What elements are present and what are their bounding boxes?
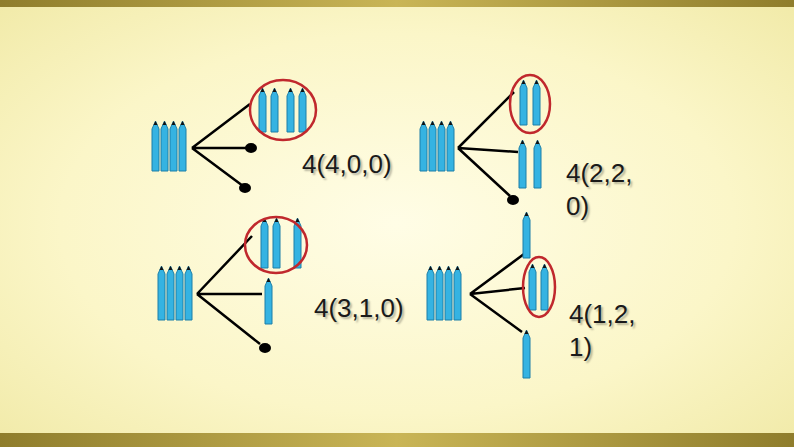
pencil-tip [521,140,525,144]
partition-label: 4(2,2,0) [566,157,652,222]
pencil-tip [447,266,451,270]
pencil-tip [535,80,539,84]
pencil [519,140,526,188]
pencil [185,266,192,320]
pencil [427,266,434,320]
pencil [429,121,436,171]
empty-dots [239,143,519,353]
pencil [273,218,280,268]
pencil [438,121,445,171]
pencil [176,266,183,320]
pencil-tip [522,80,526,84]
pencil-tip [273,88,277,92]
pencil-tip [536,140,540,144]
pencil-tip [169,266,173,270]
top-bar [0,0,794,7]
pencil-tip [422,121,426,125]
pencil [447,121,454,171]
pencil-tip [163,121,167,125]
pencil-tip [301,88,305,92]
pencil [167,266,174,320]
pencil-tip [154,121,158,125]
pencil [523,212,530,258]
pencil-tip [289,88,293,92]
pencil-tip [187,266,191,270]
branch-lines [192,92,525,344]
pencil [534,140,541,188]
pencil-tip [296,218,300,222]
pencil [265,278,272,324]
pencil [454,266,461,320]
pencil [541,264,548,310]
pencil [271,88,278,132]
pencil-tip [456,266,460,270]
pencil [445,266,452,320]
pencil-tip [160,266,164,270]
pencil-tip [525,212,529,216]
pencil [161,121,168,171]
pencil-tip [429,266,433,270]
pencil-tip [543,264,547,268]
partition-label: 4(1,2,1) [569,298,655,363]
pencil [158,266,165,320]
pencil-tip [431,121,435,125]
pencil-tip [525,330,529,334]
pencil [179,121,186,171]
pencil [261,218,268,268]
pencil-tip [181,121,185,125]
pencil [520,80,527,125]
pencil [533,80,540,125]
pencil-tip [531,264,535,268]
bottom-bar [0,433,794,447]
selection-circles [245,75,555,317]
pencil-tip [172,121,176,125]
pencil-tip [267,278,271,282]
pencil-tip [440,121,444,125]
pencil [436,266,443,320]
pencil-tip [275,218,279,222]
pencil [529,264,536,310]
partition-label: 4(4,0,0) [302,148,392,181]
pencil [299,88,306,132]
pencils [152,80,548,378]
pencil-tip [178,266,182,270]
partition-label: 4(3,1,0) [314,292,404,325]
pencil [152,121,159,171]
pencil-tip [449,121,453,125]
pencil [420,121,427,171]
pencil-tip [438,266,442,270]
pencil [259,88,266,132]
pencil [170,121,177,171]
pencil [287,88,294,132]
pencil [523,330,530,378]
